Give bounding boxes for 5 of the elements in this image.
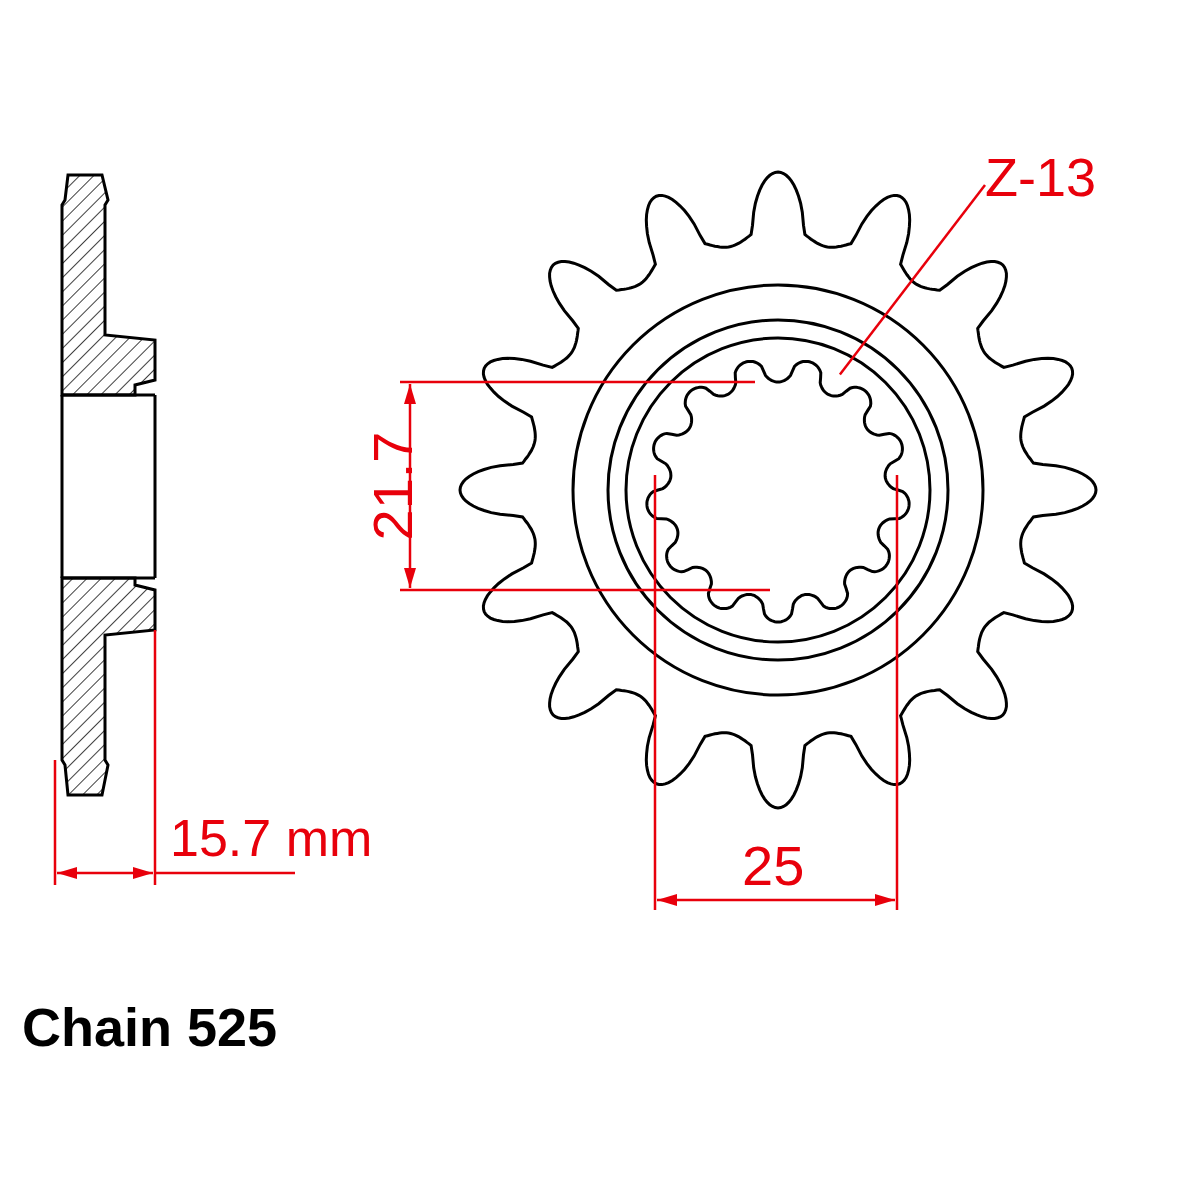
callout-label: Z-13: [985, 150, 1097, 204]
spline-bore: [645, 359, 911, 624]
dimension-value: 15.7 mm: [170, 812, 373, 864]
dimension-value: 25: [742, 838, 805, 894]
chain-size-label: Chain 525: [22, 1000, 278, 1054]
